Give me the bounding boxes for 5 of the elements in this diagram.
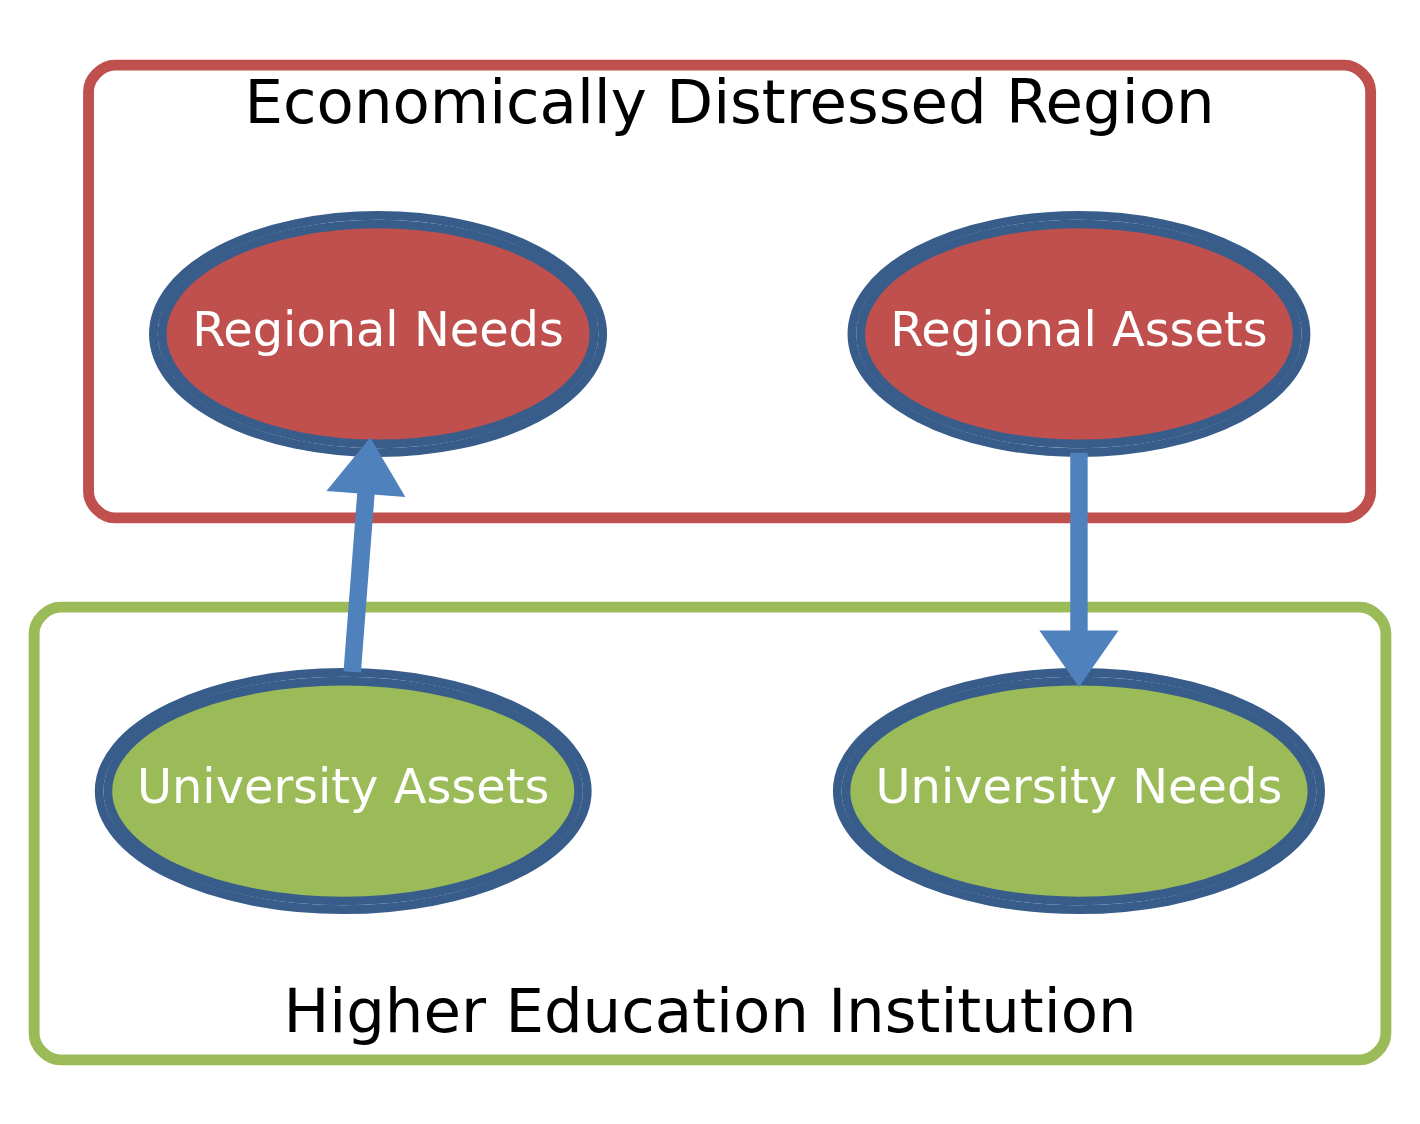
arrow <box>1039 452 1119 687</box>
node-ellipse: Regional Assets <box>847 210 1311 457</box>
node-ellipse: University Needs <box>832 667 1325 914</box>
node-ellipse: Regional Needs <box>149 210 608 457</box>
node-ellipse: University Assets <box>94 667 592 914</box>
